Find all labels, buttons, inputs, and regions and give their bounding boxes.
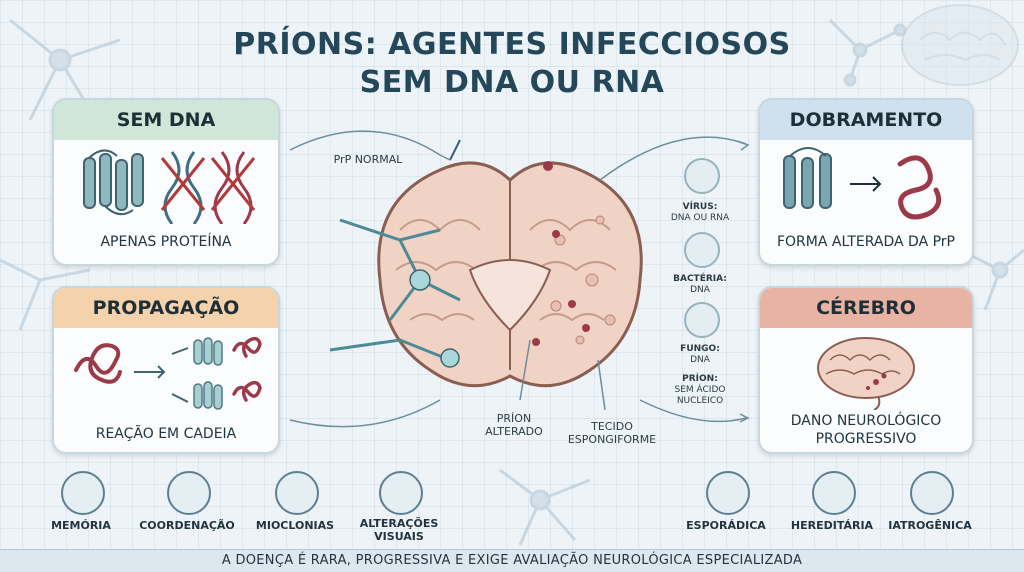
comparison-prion: PRÍON: SEM ÁCIDO NUCLEICO <box>660 374 740 407</box>
prion-icon <box>706 471 750 515</box>
comparison-name: VÍRUS: <box>682 202 718 212</box>
bacteria-icon <box>684 232 720 268</box>
eye-icon <box>379 471 423 515</box>
misfolding-illustration <box>783 147 942 220</box>
comparison-detail: NUCLEICO <box>676 396 724 406</box>
card-caption: REAÇÃO EM CADEIA <box>95 426 237 442</box>
cause-iatrogenica: IATROGÊNICA <box>888 519 972 532</box>
symptom-mioclonias: MIOCLONIAS <box>255 519 335 532</box>
caption-line-1: DANO NEUROLÓGICO <box>790 413 942 429</box>
syringe-icon <box>910 471 954 515</box>
card-cerebro: CÉREBRO DANO NEUROLÓGICO PROGRESSIVO <box>758 286 974 454</box>
label-line-2: ALTERADO <box>485 425 543 438</box>
card-caption: DANO NEUROLÓGICO PROGRESSIVO <box>760 412 972 448</box>
cause-esporadica: ESPORÁDICA <box>686 519 766 532</box>
caption-line-2: PROGRESSIVO <box>815 431 917 447</box>
comparison-detail: DNA <box>690 355 710 365</box>
hand-icon <box>275 471 319 515</box>
card-caption: APENAS PROTEÍNA <box>100 234 232 250</box>
comparison-name: PRÍON: <box>682 374 718 384</box>
symptom-memoria: MEMÓRIA <box>51 519 111 532</box>
damaged-brain-illustration <box>817 337 915 410</box>
label-line-1: TECIDO <box>591 420 633 433</box>
symptom-label-line-2: VISUAIS <box>374 530 424 543</box>
comparison-name: BACTÉRIA: <box>673 274 727 284</box>
comparison-fungo: FUNGO: DNA <box>660 344 740 366</box>
comparison-name: FUNGO: <box>680 344 720 354</box>
footer-banner: A DOENÇA É RARA, PROGRESSIVA E EXIGE AVA… <box>0 549 1024 572</box>
label-tecido-espongiforme: TECIDO ESPONGIFORME <box>562 420 662 446</box>
card-heading: CÉREBRO <box>760 288 972 328</box>
label-prp-normal: PrP NORMAL <box>333 153 403 166</box>
comparison-virus: VÍRUS: DNA OU RNA <box>660 202 740 224</box>
card-sem-dna: SEM DNA APENAS PROTEÍNA <box>52 98 280 266</box>
label-line-1: PRÍON <box>496 412 532 425</box>
symptom-label-line-1: ALTERAÇÕES <box>359 517 439 530</box>
footer-text: A DOENÇA É RARA, PROGRESSIVA E EXIGE AVA… <box>221 553 803 568</box>
symptom-alteracoes-visuais: ALTERAÇÕES VISUAIS <box>344 517 454 543</box>
fungus-icon <box>684 302 720 338</box>
card-heading: DOBRAMENTO <box>760 100 972 140</box>
card-heading: PROPAGAÇÃO <box>54 288 278 328</box>
balance-icon <box>167 471 211 515</box>
card-propagacao: PROPAGAÇÃO REAÇÃO EM CADEIA <box>52 286 280 454</box>
card-dobramento: DOBRAMENTO FORMA ALTERADA DA PrP <box>758 98 974 266</box>
comparison-detail: DNA <box>690 285 710 295</box>
label-line-2: ESPONGIFORME <box>567 433 657 446</box>
label-prion-alterado: PRÍON ALTERADO <box>474 412 554 438</box>
page-title: PRÍONS: AGENTES INFECCIOSOS SEM DNA OU R… <box>190 26 834 102</box>
card-heading: SEM DNA <box>54 100 278 140</box>
title-line-1: PRÍONS: AGENTES INFECCIOSOS <box>233 27 791 62</box>
brain-cross-section <box>329 139 643 388</box>
cause-hereditaria: HEREDITÁRIA <box>790 519 874 532</box>
family-icon <box>812 471 856 515</box>
card-caption: FORMA ALTERADA DA PrP <box>776 234 955 250</box>
chain-reaction-illustration <box>74 336 262 410</box>
comparison-detail: SEM ÁCIDO <box>674 385 726 395</box>
comparison-bacteria: BACTÉRIA: DNA <box>660 274 740 296</box>
title-line-2: SEM DNA OU RNA <box>359 65 665 100</box>
symptom-coordenacao: COORDENAÇÃO <box>139 519 235 532</box>
virus-icon <box>684 158 720 194</box>
comparison-detail: DNA OU RNA <box>670 213 730 223</box>
protein-vs-dna-illustration <box>83 149 256 224</box>
brain-icon <box>61 471 105 515</box>
